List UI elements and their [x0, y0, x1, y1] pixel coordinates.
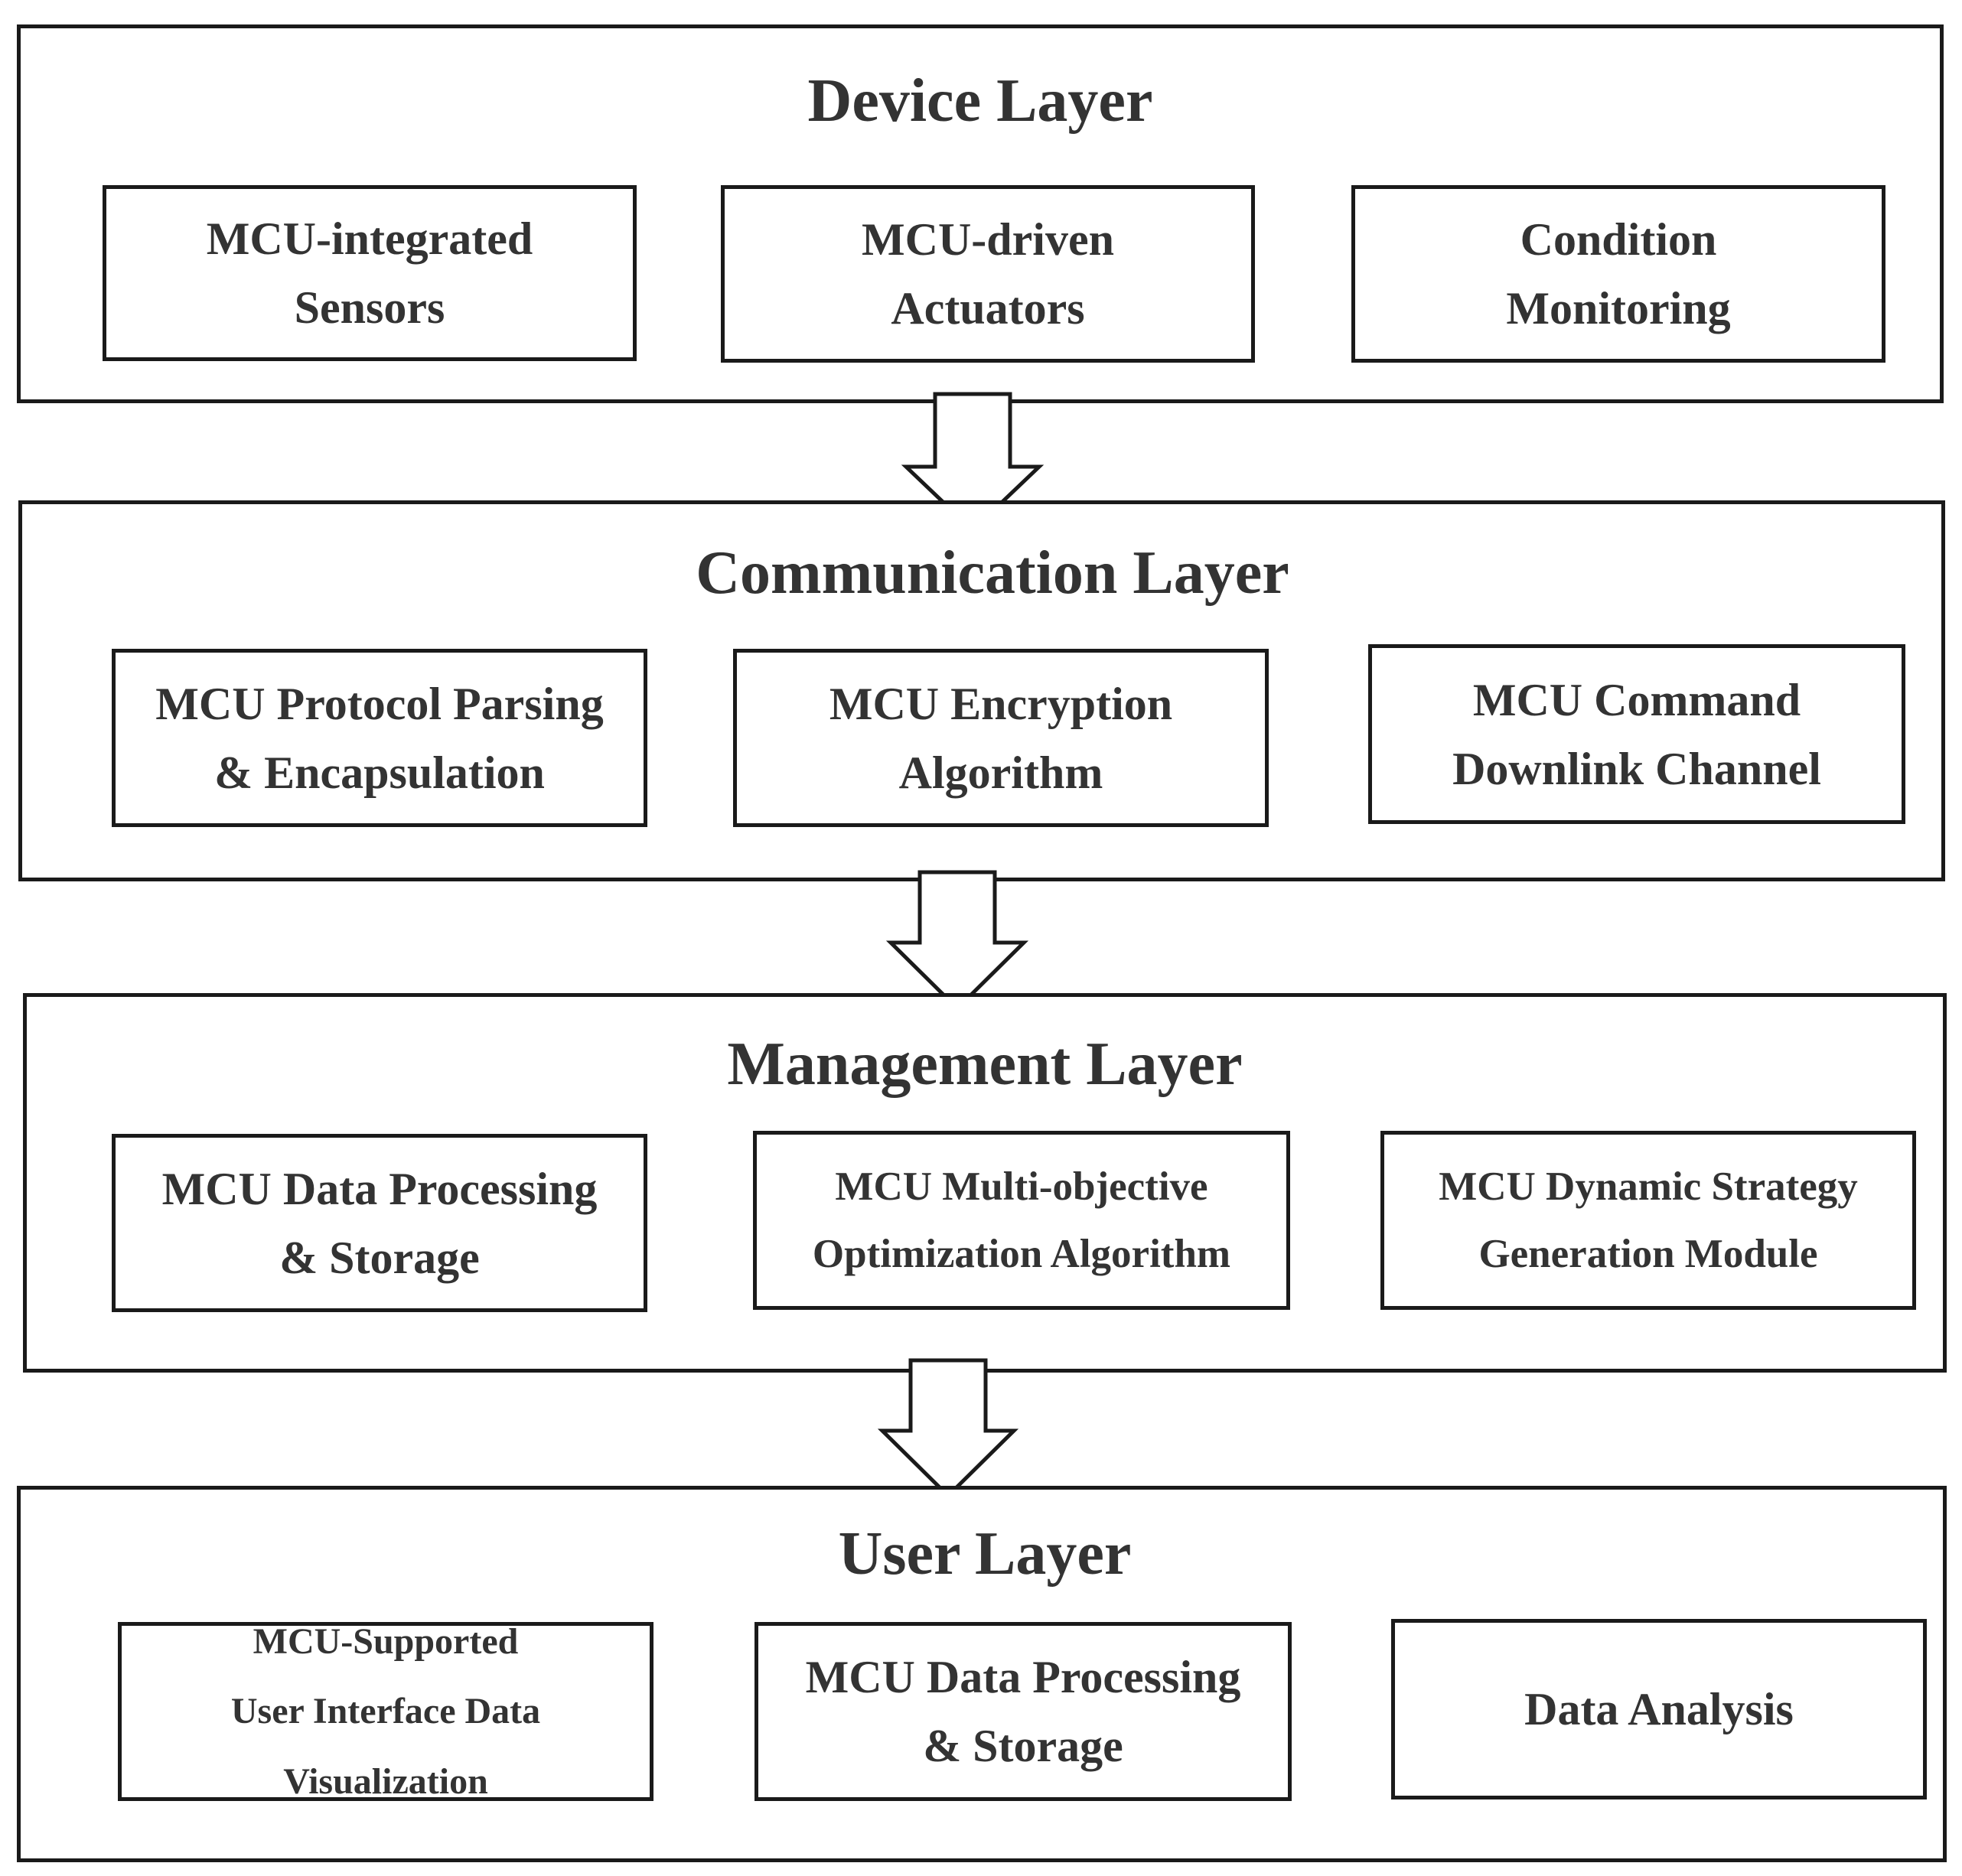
user-layer-title: User Layer: [838, 1520, 1132, 1588]
module-label-line: MCU Command: [1472, 674, 1801, 725]
module-label-line: Monitoring: [1506, 283, 1731, 334]
mcu-driven-actuators-module: MCU-driven Actuators: [721, 185, 1255, 363]
module-label-line: MCU Encryption: [829, 678, 1173, 729]
module-label-line: MCU Data Processing: [161, 1163, 598, 1214]
mcu-supported-ui-visualization-module: MCU-Supported User Interface Data Visual…: [118, 1622, 653, 1801]
device-layer-title: Device Layer: [807, 67, 1153, 135]
module-label-line: Generation Module: [1478, 1232, 1818, 1276]
communication-layer-title: Communication Layer: [696, 539, 1289, 607]
mcu-protocol-parsing-module: MCU Protocol Parsing & Encapsulation: [112, 649, 647, 827]
module-label-line: MCU Protocol Parsing: [155, 678, 604, 729]
module-label-line: MCU-driven: [862, 214, 1114, 265]
module-label-line: MCU Multi-objective: [835, 1164, 1208, 1209]
mcu-command-downlink-module: MCU Command Downlink Channel: [1368, 644, 1905, 824]
module-label-line: MCU-Supported: [253, 1622, 519, 1663]
management-layer-title: Management Layer: [727, 1031, 1243, 1098]
mcu-data-processing-storage-module: MCU Data Processing & Storage: [112, 1134, 647, 1312]
module-label-line: & Storage: [923, 1721, 1123, 1771]
mcu-encryption-algorithm-module: MCU Encryption Algorithm: [733, 649, 1269, 827]
mcu-integrated-sensors-module: MCU-integrated Sensors: [103, 185, 637, 361]
module-label-line: User Interface Data: [230, 1691, 541, 1732]
mcu-multi-objective-optimization-module: MCU Multi-objective Optimization Algorit…: [753, 1131, 1290, 1310]
module-label-line: & Storage: [279, 1232, 480, 1283]
condition-monitoring-module: Condition Monitoring: [1351, 185, 1885, 363]
module-label-line: Optimization Algorithm: [812, 1232, 1231, 1276]
module-label-line: Downlink Channel: [1452, 743, 1821, 794]
mcu-dynamic-strategy-module: MCU Dynamic Strategy Generation Module: [1380, 1131, 1916, 1310]
module-label-line: Visualization: [283, 1760, 488, 1801]
data-analysis-module: Data Analysis: [1391, 1619, 1927, 1799]
module-label-line: Data Analysis: [1524, 1684, 1794, 1734]
module-label-line: Sensors: [294, 282, 445, 333]
module-label-line: MCU-integrated: [206, 213, 533, 264]
mcu-data-processing-storage-user-module: MCU Data Processing & Storage: [754, 1622, 1292, 1801]
module-label-line: Actuators: [891, 283, 1085, 334]
module-label-line: & Encapsulation: [214, 747, 545, 798]
module-label-line: MCU Dynamic Strategy: [1439, 1164, 1858, 1209]
module-label-line: Condition: [1520, 214, 1717, 265]
module-label-line: Algorithm: [898, 747, 1103, 798]
module-label-line: MCU Data Processing: [805, 1652, 1241, 1702]
